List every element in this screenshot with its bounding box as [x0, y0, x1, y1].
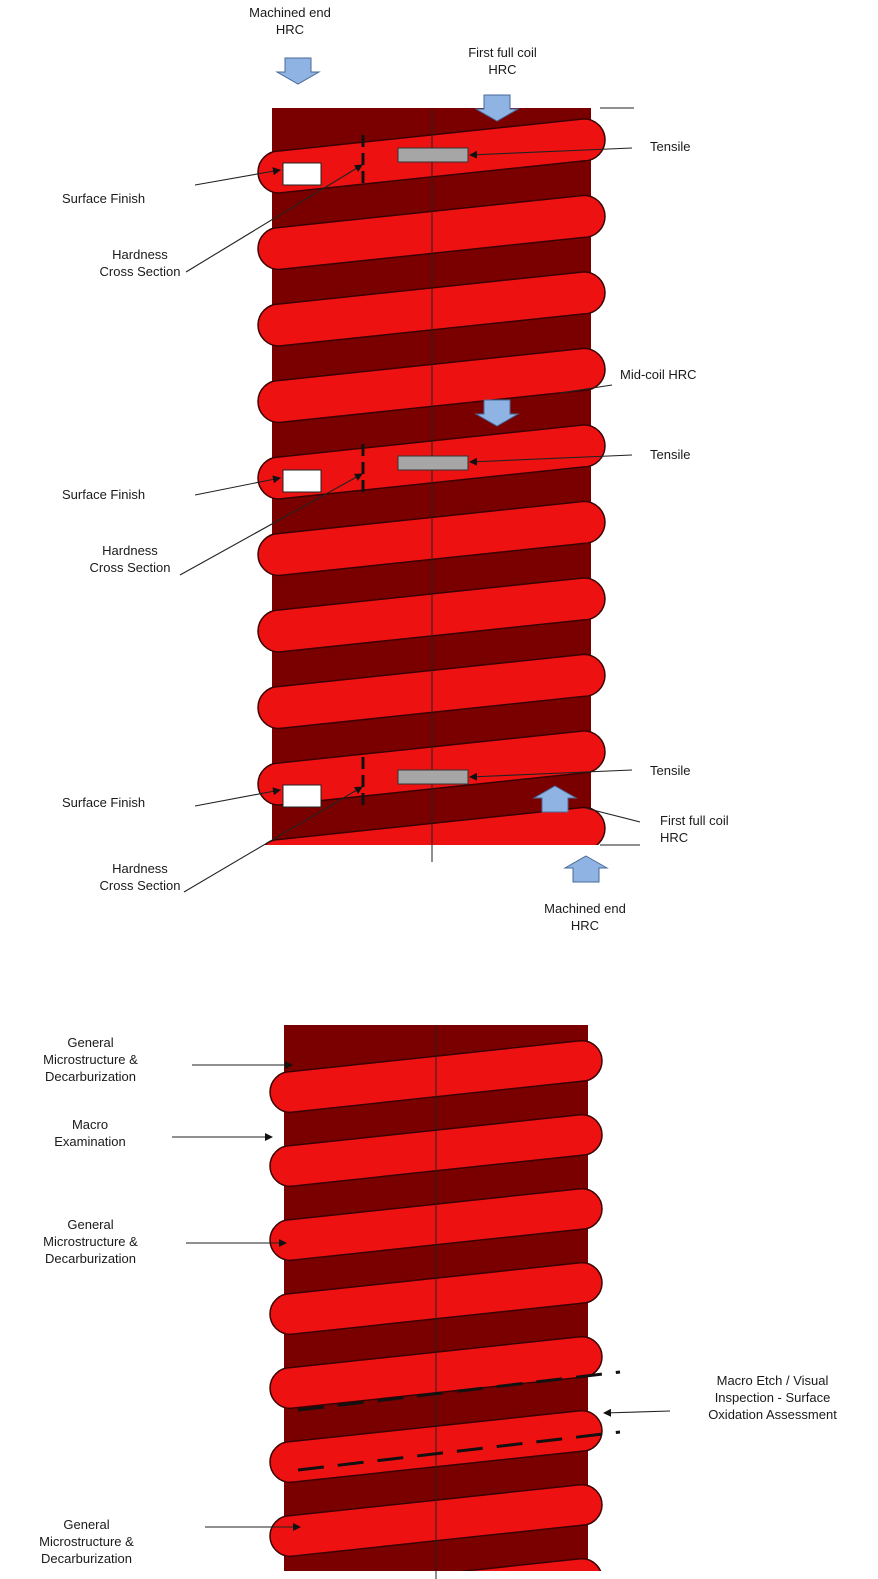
surface-finish-specimen [283, 470, 321, 492]
label-surface-finish-2: Surface Finish [62, 486, 145, 503]
label-tensile-1: Tensile [650, 138, 690, 155]
surface-finish-specimen [283, 163, 321, 185]
label-surface-finish-1: Surface Finish [62, 190, 145, 207]
tensile-specimen [398, 148, 468, 162]
label-mid-coil: Mid-coil HRC [620, 366, 697, 383]
tensile-specimen [398, 456, 468, 470]
leader-line [604, 1411, 670, 1413]
label-tensile-2: Tensile [650, 446, 690, 463]
hrc-arrow-icon [277, 58, 319, 84]
label-surface-finish-3: Surface Finish [62, 794, 145, 811]
tensile-specimen [398, 770, 468, 784]
surface-finish-specimen [283, 785, 321, 807]
hrc-arrow-icon [565, 856, 607, 882]
label-tensile-3: Tensile [650, 762, 690, 779]
